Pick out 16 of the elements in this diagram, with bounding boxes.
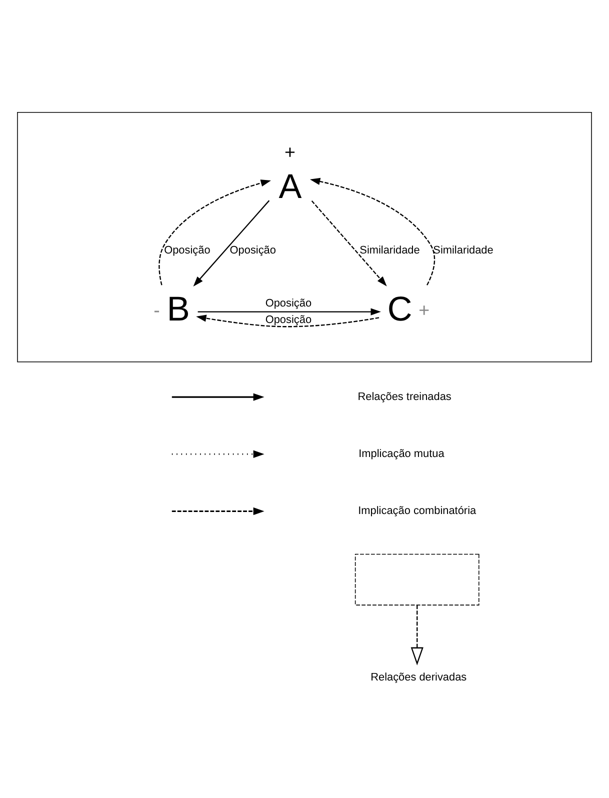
edge-label: Similaridade <box>433 244 494 256</box>
node-label: - <box>154 300 160 321</box>
node-text: A <box>278 168 302 206</box>
node-text: Relações derivadas <box>370 672 467 684</box>
edge-label: Oposição <box>265 314 312 326</box>
edge-label: Similaridade <box>360 244 420 256</box>
edge-label: Oposição <box>230 244 276 256</box>
node-label: + <box>284 142 296 163</box>
legend-label: Implicação combinatória <box>358 505 476 518</box>
edge-label: Oposição <box>265 297 312 310</box>
node-text: B <box>166 290 190 329</box>
node-text: C <box>387 290 412 329</box>
legend-label: Relações treinadas <box>358 390 452 403</box>
node-label: + <box>418 300 430 321</box>
legend-label: Implicação mutua <box>358 448 444 460</box>
edge-label: Oposição <box>164 244 210 256</box>
